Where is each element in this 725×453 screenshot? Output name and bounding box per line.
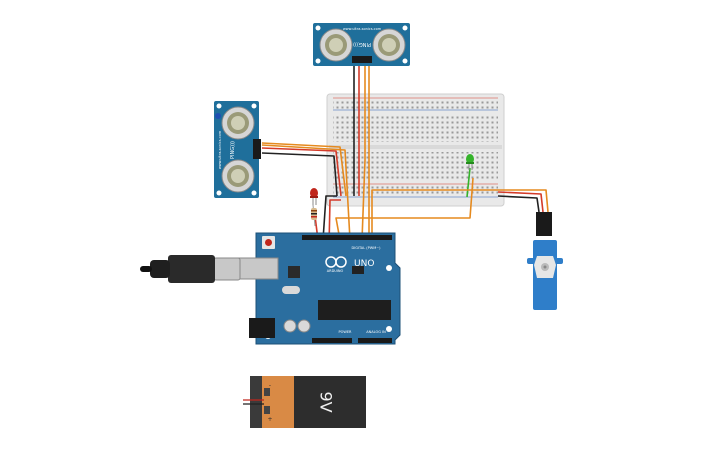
transducer-left xyxy=(319,28,353,62)
transducer-lower xyxy=(221,159,255,193)
sensor-top-brand: www.ultra-sonics.com xyxy=(343,27,382,31)
transducer-right xyxy=(372,28,406,62)
wire-left-sensor-orange2 xyxy=(261,144,351,241)
power-jack xyxy=(249,318,275,338)
wire-left-sensor-orange1 xyxy=(261,142,347,197)
wire-led-green xyxy=(466,167,471,198)
usb-port xyxy=(237,257,279,280)
wire-left-sensor-black xyxy=(261,152,338,197)
wire-gnd-black xyxy=(322,195,337,241)
sensor-left-brand: www.ultra-sonics.com xyxy=(218,130,222,169)
wire-servo-red xyxy=(497,191,544,213)
arduino-brand-label: ARDUINO xyxy=(327,269,344,273)
battery-9v[interactable]: - + 9V xyxy=(243,376,366,428)
arduino-analog-label: ANALOG IN xyxy=(366,330,386,334)
usb-cable-icon xyxy=(140,255,241,283)
wire-orange-servo xyxy=(371,189,549,240)
battery-minus-label: - xyxy=(269,382,271,389)
wire-orange-loop1 xyxy=(335,177,474,241)
servo-motor[interactable] xyxy=(527,212,563,310)
ultrasonic-sensor-top[interactable]: PING))) www.ultra-sonics.com xyxy=(313,23,410,66)
wire-top-sensor-orange xyxy=(361,64,366,241)
arduino-power-label: POWER xyxy=(339,330,353,334)
wires xyxy=(261,64,549,341)
sensor-left-name: PING))) xyxy=(230,141,236,159)
infinity-logo-icon xyxy=(325,256,347,268)
wire-servo-black xyxy=(497,195,540,213)
arduino-uno-label: UNO xyxy=(354,259,374,269)
green-led[interactable] xyxy=(466,154,474,170)
battery-plus-label: + xyxy=(267,416,272,423)
red-led[interactable] xyxy=(310,188,318,205)
transducer-upper xyxy=(221,106,255,140)
sensor-top-name: PING))) xyxy=(353,41,371,47)
ultrasonic-sensor-left[interactable]: PING))) www.ultra-sonics.com xyxy=(214,101,261,198)
battery-voltage-label: 9V xyxy=(317,391,336,412)
resistor[interactable] xyxy=(311,204,317,227)
arduino-digital-label: DIGITAL (PWM~) xyxy=(351,246,381,250)
arduino-uno-board[interactable]: UNO ARDUINO DIGITAL (PWM~) POWER ANALOG … xyxy=(237,232,401,345)
wire-left-sensor-red xyxy=(261,147,342,197)
